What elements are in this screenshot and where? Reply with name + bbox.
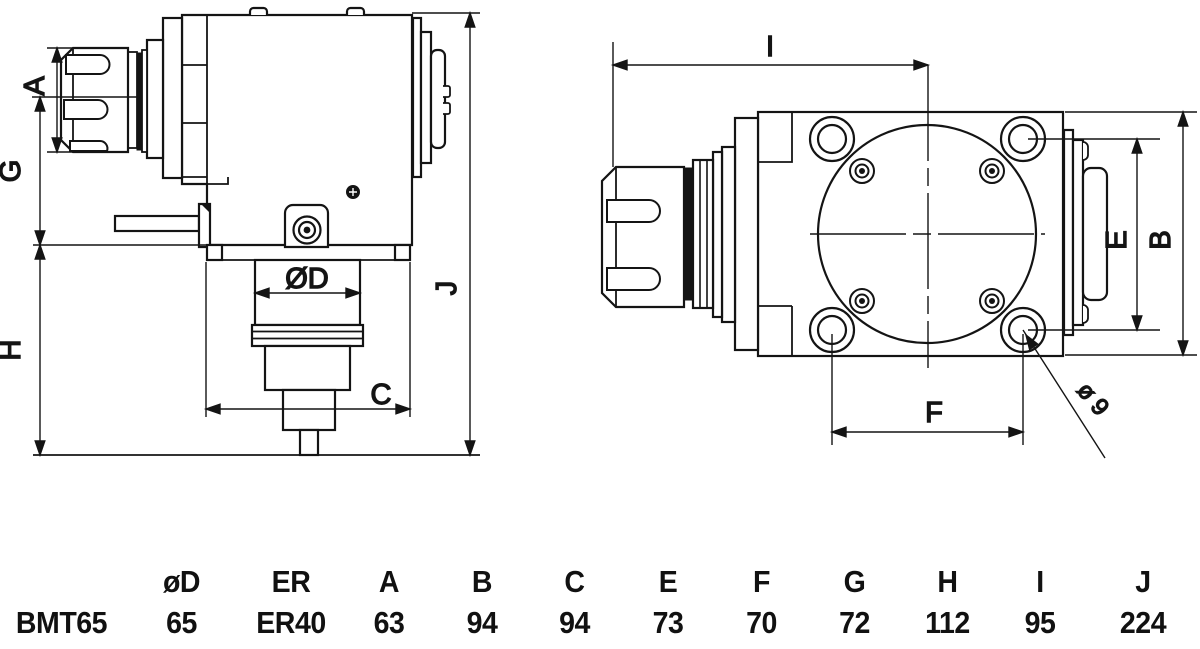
table-row-label: BMT65 [15, 605, 108, 640]
spacer-ring-dark [683, 167, 694, 301]
shank-block [263, 344, 352, 392]
spindle-housing [161, 16, 184, 180]
table-value-cell: 95 [1024, 605, 1056, 640]
collet-slot [69, 140, 109, 152]
dimension-table: øD ER A B C E F G H I J BMT65 65 ER40 63… [0, 561, 1200, 643]
table-header-cell: H [937, 564, 958, 599]
coupling-lug [443, 85, 451, 98]
adapter-step [720, 145, 737, 324]
adapter-plate [733, 116, 760, 352]
spacer-ring [127, 51, 138, 149]
dim-label-g: G [0, 160, 27, 183]
dim-label-e: E [1101, 230, 1133, 249]
table-value-cell: 73 [652, 605, 684, 640]
table-value-cell: 94 [466, 605, 498, 640]
technical-drawing: A G H J ØD C [0, 6, 1197, 459]
table-value-cell: 65 [166, 605, 197, 640]
coupling-cap [429, 48, 447, 150]
collet-slot [606, 199, 661, 223]
table-header-cell: G [843, 564, 866, 599]
table-header-cell: C [564, 564, 585, 599]
corner-mount-hole [808, 306, 856, 354]
coupling-cap [1081, 166, 1109, 302]
coupling-lug [443, 102, 451, 115]
table-header-row: øD ER A B C E F G H I J [0, 561, 1200, 602]
table-header-cell: A [378, 564, 400, 599]
lever-bar [113, 214, 201, 233]
adapter-step [711, 150, 724, 319]
clamp-bore [297, 220, 317, 240]
table-row: BMT65 65 ER40 63 94 94 73 70 72 112 95 2… [0, 602, 1200, 643]
shank-stem [298, 428, 320, 457]
spacer-ring [141, 49, 148, 153]
coupling-step [419, 30, 433, 165]
coupling-step [1071, 138, 1085, 327]
spacer-rings [691, 158, 715, 310]
flange-foot [393, 243, 412, 262]
side-view [59, 6, 451, 457]
shank-grooves [250, 323, 365, 348]
hole-leader-line [1022, 329, 1106, 459]
table-corner-cell [5, 561, 118, 602]
table-value-cell: ER40 [256, 605, 326, 640]
corner-mount-hole [999, 115, 1047, 163]
collet-slot [63, 99, 109, 120]
table-value-cell: 224 [1119, 605, 1167, 640]
face-screw [849, 158, 1005, 314]
flange-foot [205, 243, 224, 262]
dim-label-d: ØD [285, 263, 329, 295]
dim-label-j: J [431, 281, 463, 296]
dim-label-h: H [0, 340, 27, 361]
dim-label-f: F [925, 397, 943, 429]
table-header-cell: I [1036, 564, 1044, 599]
table-header-cell: J [1135, 564, 1151, 599]
table-header-cell: øD [162, 564, 201, 599]
side-view-dimensions: A G H J ØD C [0, 12, 480, 456]
top-pin [345, 6, 366, 15]
coupling-plate [1062, 128, 1075, 337]
dim-label-i: I [766, 31, 774, 63]
spindle-housing-step [145, 38, 165, 160]
table-header-cell: ER [271, 564, 311, 599]
shank-block [281, 388, 337, 432]
collet-slot [65, 54, 111, 75]
table-value-cell: 72 [839, 605, 870, 640]
coupling-lug [1082, 304, 1089, 324]
corner-mount-hole [808, 115, 856, 163]
dim-label-c: C [371, 379, 392, 411]
table-value-cell: 112 [925, 605, 970, 640]
table-header-cell: F [753, 564, 770, 599]
table-value-cell: 70 [746, 605, 777, 640]
dim-label-b: B [1145, 230, 1177, 249]
clamp-bore [292, 215, 322, 245]
coupling-plate [411, 16, 423, 179]
table-value-cell: 63 [373, 605, 405, 640]
dim-label-a: A [19, 76, 51, 96]
table-value-cell: 94 [559, 605, 590, 640]
collet-slot [606, 267, 661, 291]
coupling-lug [1082, 141, 1089, 161]
table-header-cell: E [658, 564, 678, 599]
clamp-block [283, 203, 330, 249]
table-header-cell: B [471, 564, 493, 599]
top-pin [248, 6, 269, 15]
